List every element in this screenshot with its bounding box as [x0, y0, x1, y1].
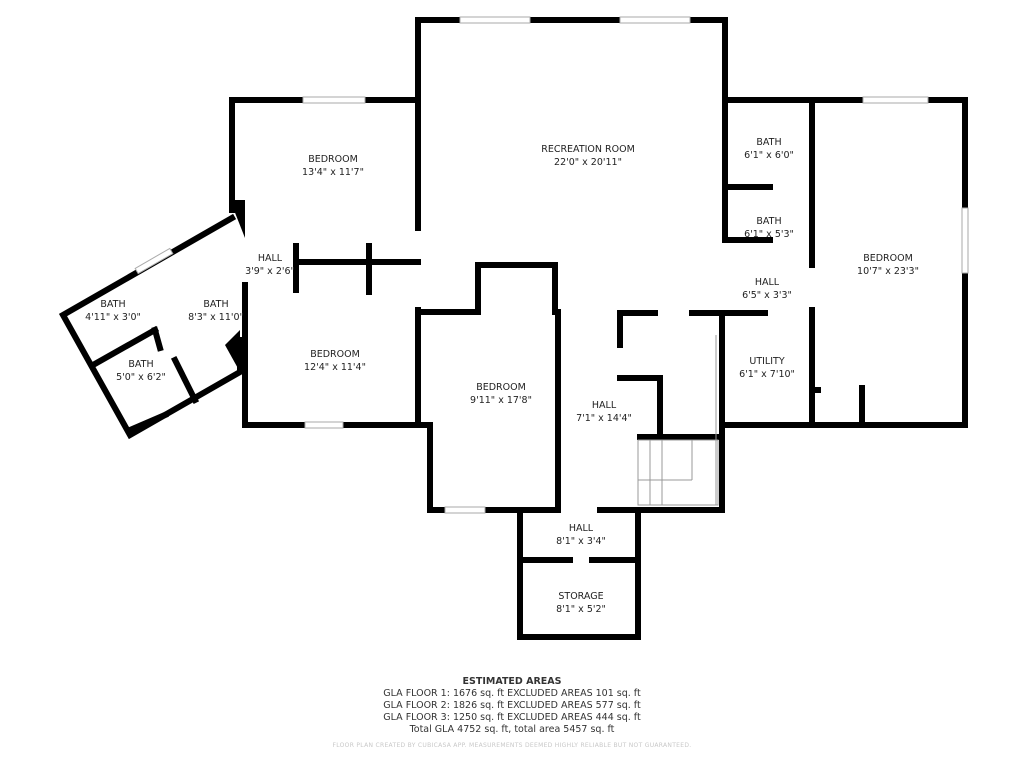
room-bedroom-1: BEDROOM 13'4" x 11'7"	[302, 153, 364, 179]
room-name: HALL	[754, 277, 780, 288]
staircase	[637, 335, 719, 506]
room-hall-2: HALL 7'1" x 14'4"	[576, 399, 632, 425]
room-name: RECREATION ROOM	[541, 144, 635, 155]
room-size: 4'11" x 3'0"	[85, 312, 141, 323]
windows	[134, 16, 969, 514]
room-name: BATH	[756, 216, 782, 227]
room-name: UTILITY	[749, 356, 785, 367]
areas-title: ESTIMATED AREAS	[462, 676, 562, 687]
room-name: HALL	[257, 253, 283, 264]
disclaimer: FLOOR PLAN CREATED BY CUBICASA APP. MEAS…	[332, 742, 692, 749]
room-bath-2: BATH 8'3" x 11'0"	[188, 298, 244, 324]
areas-line: GLA FLOOR 3: 1250 sq. ft EXCLUDED AREAS …	[383, 712, 641, 723]
room-bath-5: BATH 6'1" x 5'3"	[744, 215, 794, 241]
room-bedroom-4: BEDROOM 10'7" x 23'3"	[857, 252, 919, 278]
room-bedroom-2: BEDROOM 12'4" x 11'4"	[304, 348, 366, 374]
room-size: 13'4" x 11'7"	[302, 167, 364, 178]
room-recreation: RECREATION ROOM 22'0" x 20'11"	[541, 143, 635, 169]
room-size: 22'0" x 20'11"	[554, 157, 622, 168]
room-size: 6'1" x 7'10"	[739, 369, 795, 380]
room-size: 3'9" x 2'6"	[245, 266, 295, 277]
room-name: HALL	[568, 523, 594, 534]
room-hall-4: HALL 8'1" x 3'4"	[556, 522, 606, 548]
room-hall-1: HALL 3'9" x 2'6"	[245, 252, 295, 278]
room-bedroom-3: BEDROOM 9'11" x 17'8"	[470, 381, 532, 407]
areas-line: GLA FLOOR 2: 1826 sq. ft EXCLUDED AREAS …	[383, 700, 641, 711]
room-name: BATH	[100, 299, 126, 310]
room-utility: UTILITY 6'1" x 7'10"	[739, 355, 795, 381]
room-size: 5'0" x 6'2"	[116, 372, 166, 383]
room-name: STORAGE	[558, 591, 604, 602]
room-size: 6'1" x 5'3"	[744, 229, 794, 240]
room-size: 7'1" x 14'4"	[576, 413, 632, 424]
room-size: 6'1" x 6'0"	[744, 150, 794, 161]
room-size: 8'1" x 5'2"	[556, 604, 606, 615]
room-name: BEDROOM	[476, 382, 526, 393]
room-name: BEDROOM	[310, 349, 360, 360]
room-name: BATH	[756, 137, 782, 148]
room-name: BATH	[203, 299, 229, 310]
room-size: 9'11" x 17'8"	[470, 395, 532, 406]
room-name: BEDROOM	[308, 154, 358, 165]
room-hall-3: HALL 6'5" x 3'3"	[742, 276, 792, 302]
areas-line: GLA FLOOR 1: 1676 sq. ft EXCLUDED AREAS …	[383, 688, 641, 699]
room-size: 8'1" x 3'4"	[556, 536, 606, 547]
areas-total: Total GLA 4752 sq. ft, total area 5457 s…	[409, 724, 615, 735]
room-storage: STORAGE 8'1" x 5'2"	[556, 590, 606, 616]
room-bath-3: BATH 5'0" x 6'2"	[116, 358, 166, 384]
estimated-areas: ESTIMATED AREAS GLA FLOOR 1: 1676 sq. ft…	[0, 676, 1024, 736]
room-size: 12'4" x 11'4"	[304, 362, 366, 373]
room-size: 10'7" x 23'3"	[857, 266, 919, 277]
room-bath-4: BATH 6'1" x 6'0"	[744, 136, 794, 162]
room-size: 8'3" x 11'0"	[188, 312, 244, 323]
room-size: 6'5" x 3'3"	[742, 290, 792, 301]
walls	[58, 17, 968, 640]
room-name: HALL	[591, 400, 617, 411]
room-name: BATH	[128, 359, 154, 370]
room-name: BEDROOM	[863, 253, 913, 264]
room-bath-1: BATH 4'11" x 3'0"	[85, 298, 141, 324]
